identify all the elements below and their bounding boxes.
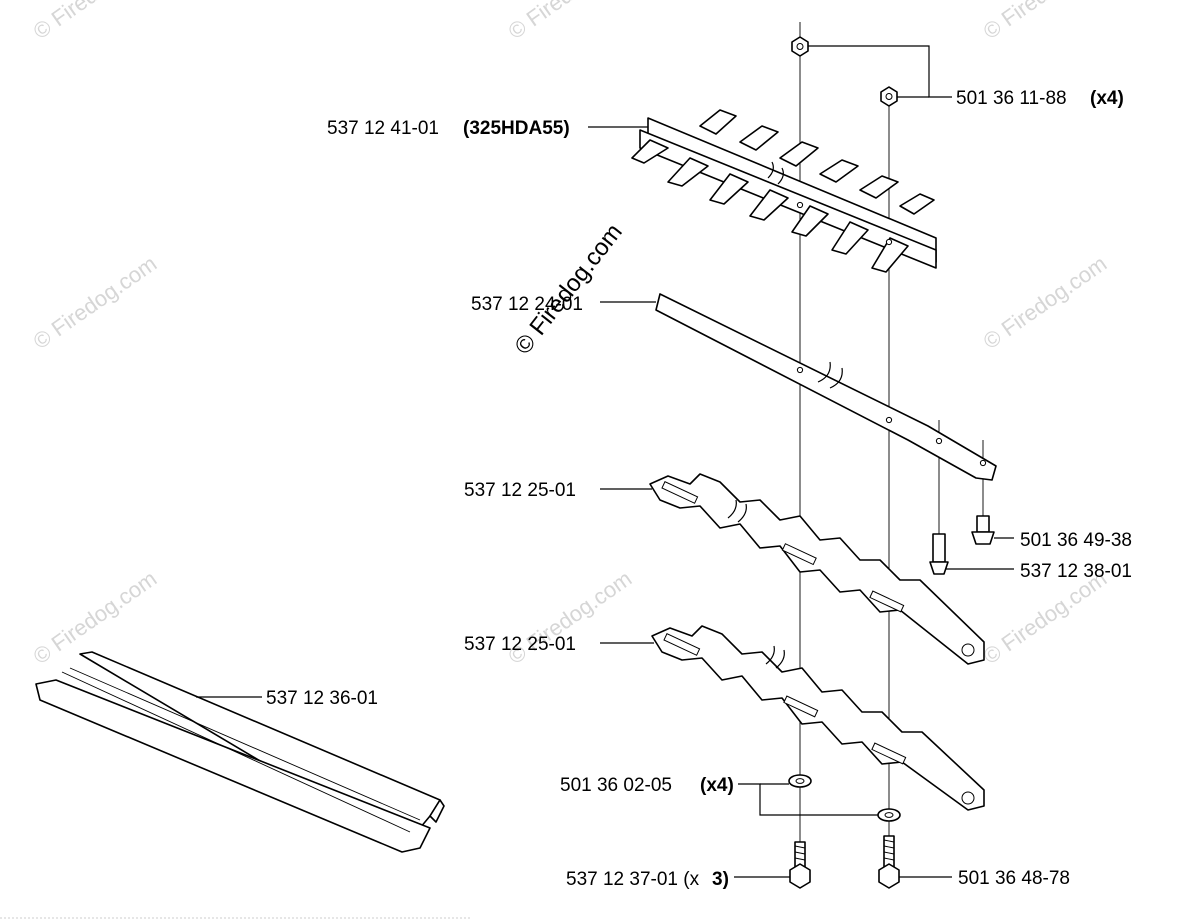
screw-long	[929, 533, 949, 575]
blade-guard-end	[429, 799, 445, 823]
upper-blade-teeth	[631, 109, 935, 273]
cutter-blade-2	[651, 625, 985, 811]
label-cutter-blade-1-part: 537 12 25-01	[464, 480, 576, 501]
bolt-right	[878, 835, 900, 889]
leader-washer	[738, 783, 878, 816]
watermark: © Firedog.com	[29, 251, 162, 354]
label-guide-bar-part: 537 12 24-01	[471, 294, 583, 315]
upper-blade-break-mark	[767, 161, 784, 185]
watermark: © Firedog.com	[29, 0, 162, 44]
watermark-main: © Firedog.com	[509, 219, 627, 360]
blade-guard	[35, 651, 445, 853]
label-bolt-right-part: 501 36 48-78	[958, 868, 1070, 889]
label-screw-long-part: 537 12 38-01	[1020, 561, 1132, 582]
nut-top-left	[791, 36, 809, 57]
label-bolt-left-cropped: 537 12 37-01 (x	[566, 869, 700, 890]
guide-bar	[655, 293, 997, 481]
label-cutter-blade-2-part: 537 12 25-01	[464, 634, 576, 655]
blade-guard-groove	[61, 667, 421, 833]
watermark: © Firedog.com	[979, 251, 1112, 354]
nut-top-right	[880, 86, 898, 107]
label-upper-blade-model: (325HDA55)	[463, 118, 570, 139]
washer-left	[788, 774, 812, 788]
label-bolt-left-qty-partial: 3)	[712, 869, 729, 890]
cutter-blade-2-break-mark	[765, 645, 785, 669]
bolt-left	[789, 841, 811, 889]
label-nut-part: 501 36 11-88	[956, 88, 1067, 109]
washer-right	[877, 808, 901, 822]
label-washer-qty: (x4)	[700, 775, 734, 796]
upper-blade	[631, 109, 937, 273]
label-bolt-left-part-partial: 537 12 37-01 (x	[566, 869, 700, 890]
watermark: © Firedog.com	[979, 0, 1112, 44]
label-washer-part: 501 36 02-05	[560, 775, 672, 796]
cutter-blade-1	[649, 473, 985, 665]
cutter-blade-1-break-mark	[727, 499, 747, 523]
label-nut-qty: (x4)	[1090, 88, 1124, 109]
label-screw-small-part: 501 36 49-38	[1020, 530, 1132, 551]
leader-nut	[808, 45, 952, 98]
label-upper-blade-part: 537 12 41-01	[327, 118, 439, 139]
label-bolt-left-mask	[560, 860, 710, 871]
label-blade-guard-part: 537 12 36-01	[266, 688, 378, 709]
watermark: © Firedog.com	[504, 0, 637, 44]
guide-bar-break-mark	[817, 361, 843, 389]
screw-small	[971, 515, 995, 545]
